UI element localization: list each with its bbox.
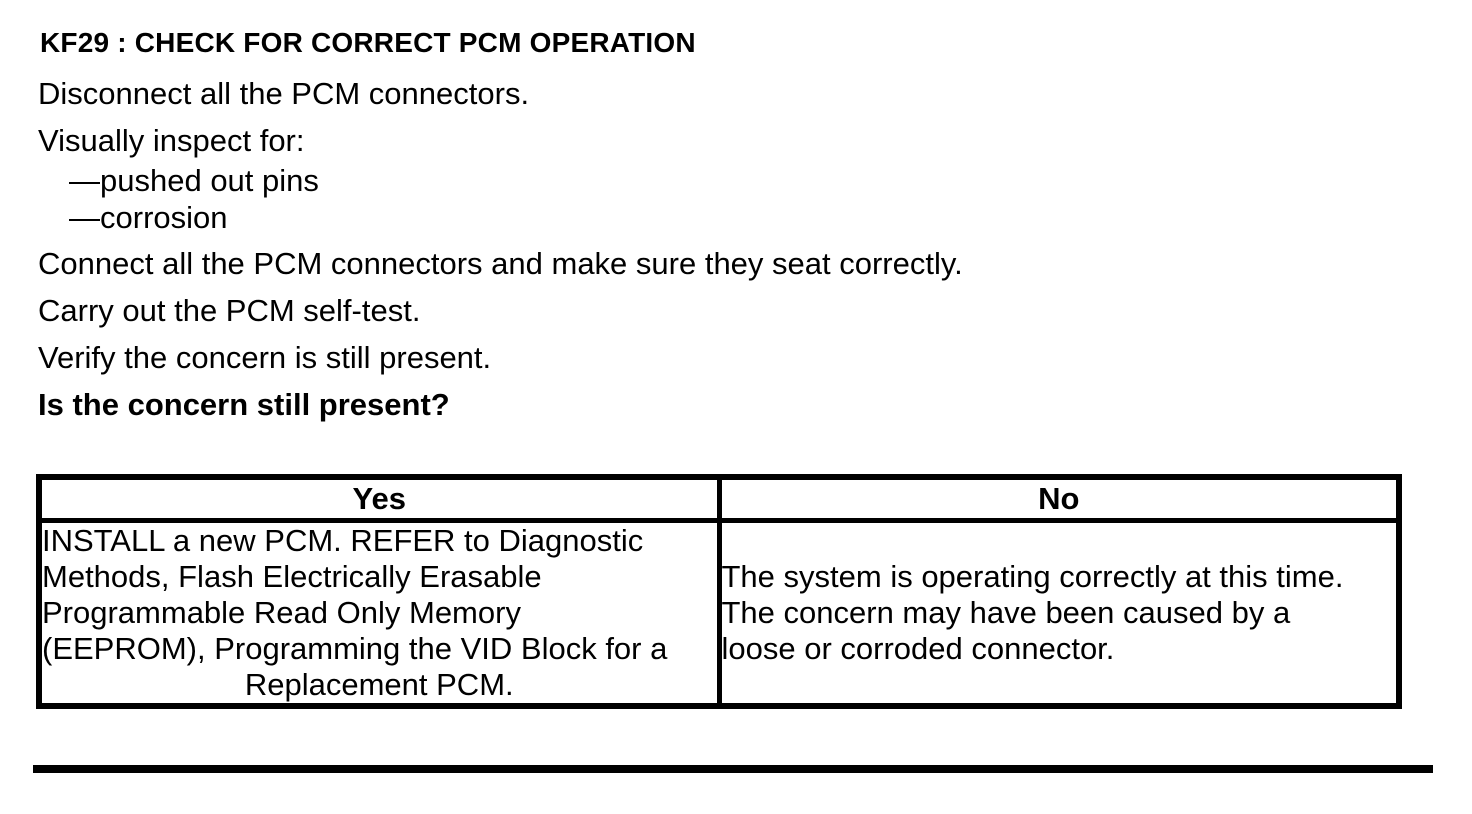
- instruction-connect: Connect all the PCM connectors and make …: [38, 246, 963, 281]
- yes-result-line: Programmable Read Only Memory: [42, 595, 521, 630]
- instruction-self-test: Carry out the PCM self-test.: [38, 293, 421, 328]
- yes-column-header: Yes: [36, 474, 722, 523]
- no-result-line: loose or corroded connector.: [721, 631, 1115, 666]
- results-table: Yes No INSTALL a new PCM. REFER to Diagn…: [36, 474, 1402, 709]
- no-result-line: The system is operating correctly at thi…: [721, 559, 1344, 594]
- yes-result-line: Replacement PCM.: [244, 667, 514, 702]
- bottom-divider: [33, 765, 1433, 773]
- no-result-line: The concern may have been caused by a: [721, 595, 1291, 630]
- results-header-row: Yes No: [36, 474, 1402, 523]
- yes-result-line: Methods, Flash Electrically Erasable: [42, 559, 542, 594]
- no-column-header: No: [716, 474, 1402, 523]
- results-body-row: INSTALL a new PCM. REFER to Diagnostic M…: [36, 518, 1402, 709]
- instruction-disconnect: Disconnect all the PCM connectors.: [38, 76, 530, 111]
- list-item-corrosion: —corrosion: [69, 200, 228, 235]
- step-title: KF29 : CHECK FOR CORRECT PCM OPERATION: [40, 27, 696, 58]
- instruction-verify: Verify the concern is still present.: [38, 340, 492, 375]
- yes-result-line: (EEPROM), Programming the VID Block for …: [42, 631, 668, 666]
- question-text: Is the concern still present?: [38, 387, 450, 422]
- no-result-cell: The system is operating correctly at thi…: [716, 518, 1402, 709]
- procedure-section: KF29 : CHECK FOR CORRECT PCM OPERATION D…: [36, 27, 1472, 709]
- yes-result-line: INSTALL a new PCM. REFER to Diagnostic: [42, 523, 644, 558]
- instruction-inspect-intro: Visually inspect for:: [38, 123, 305, 158]
- list-item-pushed-out-pins: —pushed out pins: [69, 163, 319, 198]
- yes-result-cell: INSTALL a new PCM. REFER to Diagnostic M…: [36, 518, 722, 709]
- inspection-list: —pushed out pins —corrosion: [38, 162, 1472, 236]
